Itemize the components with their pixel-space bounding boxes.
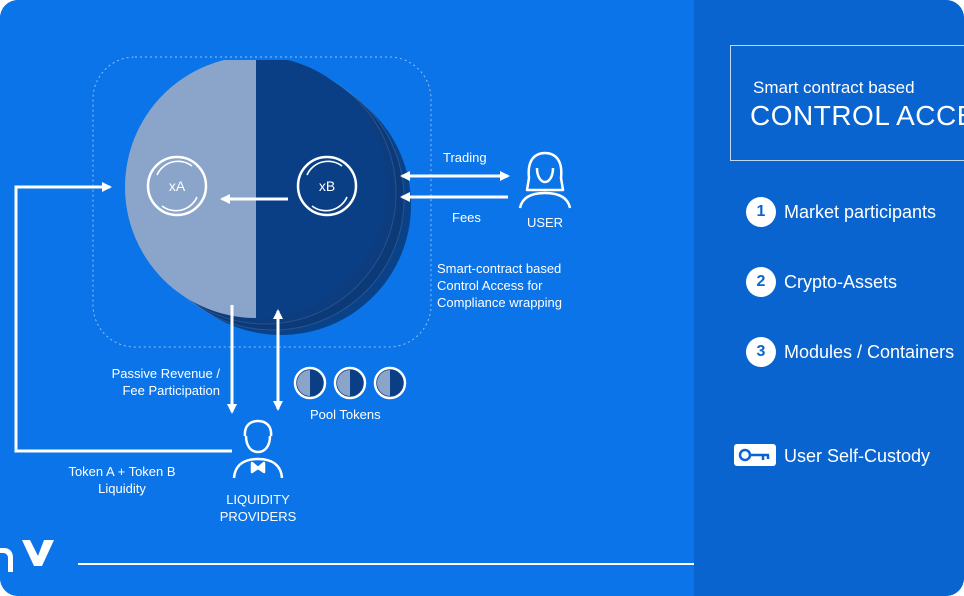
- passive-revenue-label: Passive Revenue / Fee Participation: [60, 365, 220, 399]
- pool-half-b: [256, 60, 387, 318]
- liquidity-providers-label: LIQUIDITY PROVIDERS: [208, 491, 308, 525]
- list-number-3: 3: [746, 337, 776, 367]
- passive-revenue-line: Fee Participation: [122, 383, 220, 398]
- arrow-liquidity-loop: [14, 182, 232, 453]
- compliance-label: Smart-contract based Control Access for …: [437, 260, 562, 311]
- sidebar-title-box: [730, 45, 964, 161]
- amm-diagram: [0, 56, 694, 572]
- brand-logo-icon: [0, 540, 54, 572]
- pool-token-icon: [293, 366, 327, 400]
- trading-label: Trading: [443, 150, 487, 165]
- liquidity-provider-icon: [232, 419, 284, 479]
- list-item-crypto-assets: Crypto-Assets: [784, 272, 898, 292]
- token-a-label: xA: [168, 178, 186, 194]
- user-icon: [518, 151, 572, 209]
- token-liquidity-line: Token A + Token B: [68, 464, 176, 479]
- passive-revenue-line: Passive Revenue /: [111, 366, 220, 381]
- token-liquidity-line: Liquidity: [98, 481, 146, 496]
- self-custody-label: User Self-Custody: [784, 446, 931, 466]
- sidebar-title-big: CONTROL ACCE: [750, 100, 964, 131]
- list-number-2: 2: [746, 267, 776, 297]
- pool-half-a: [125, 60, 256, 318]
- sidebar-panel: [694, 0, 964, 596]
- token-b-label: xB: [318, 178, 336, 194]
- pool-boundary: [92, 56, 432, 348]
- pool-token-icon: [373, 366, 407, 400]
- list-item-market-participants: Market participants: [784, 202, 937, 222]
- pool-tokens-label: Pool Tokens: [310, 407, 381, 422]
- liquidity-providers-line: PROVIDERS: [219, 509, 297, 524]
- compliance-line: Compliance wrapping: [437, 295, 563, 310]
- sidebar-title-small: Smart contract based: [753, 78, 915, 97]
- pool-token-icon: [333, 366, 367, 400]
- user-label: USER: [526, 215, 564, 230]
- compliance-line: Control Access for: [437, 278, 543, 293]
- list-item-modules-containers: Modules / Containers: [784, 342, 955, 362]
- compliance-line: Smart-contract based: [437, 261, 562, 276]
- token-liquidity-label: Token A + Token B Liquidity: [52, 463, 192, 497]
- token-b-icon: [296, 155, 358, 217]
- fees-label: Fees: [452, 210, 481, 225]
- key-icon: [734, 444, 776, 466]
- token-a-icon: [146, 155, 208, 217]
- list-number-1: 1: [746, 197, 776, 227]
- liquidity-providers-line: LIQUIDITY: [226, 492, 290, 507]
